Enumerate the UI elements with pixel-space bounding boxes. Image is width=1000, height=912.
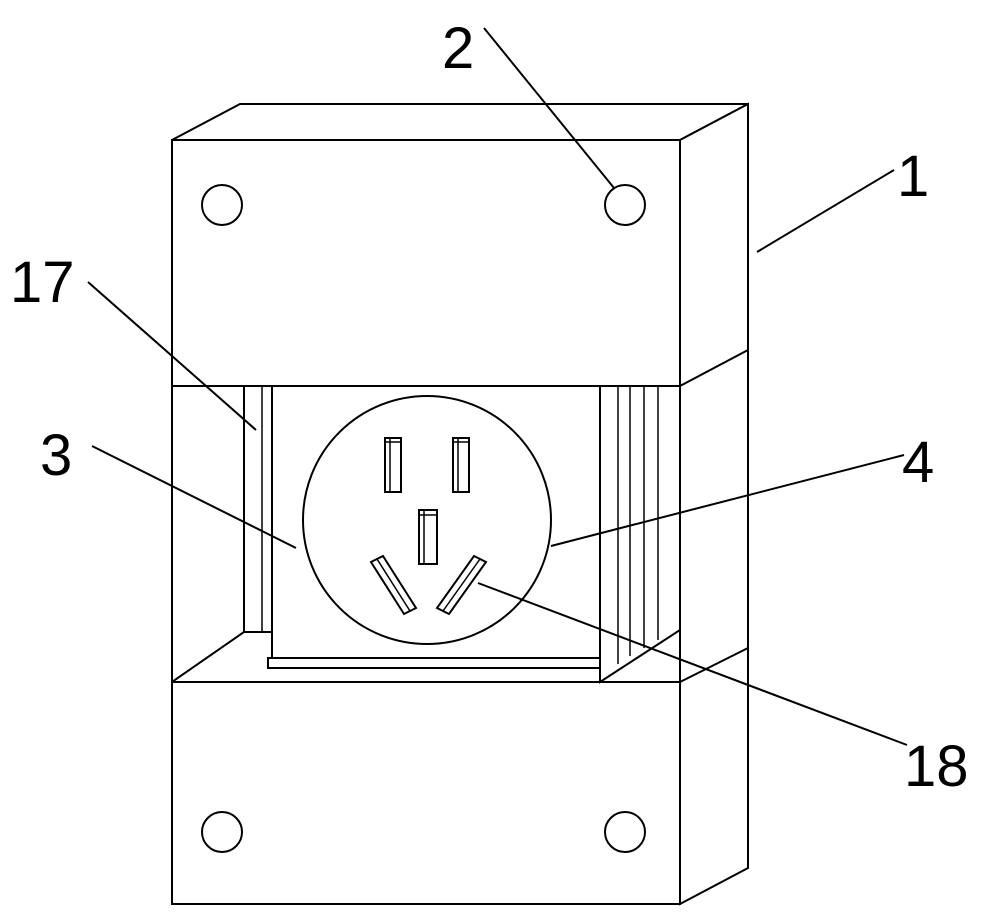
label-socket-panel: 3: [40, 423, 72, 488]
housing-front-upper: [171, 139, 681, 387]
two-pin-slot-right: [452, 437, 470, 493]
leader-line-2: [483, 27, 615, 189]
screw-holes: [201, 184, 646, 853]
recess-right-wall: [599, 385, 681, 684]
label-screw-hole: 2: [442, 16, 474, 81]
screw-hole-bottom-right: [604, 811, 646, 853]
reference-labels: 1 2 17 3 4 18: [10, 16, 969, 799]
label-socket-face: 4: [902, 430, 934, 495]
leader-line-1: [756, 169, 895, 253]
label-side-rail: 17: [10, 250, 75, 315]
recess-edge-bottom-right: [679, 647, 749, 683]
socket-panel-base: [267, 657, 601, 669]
leader-line-3: [91, 445, 297, 549]
angled-slot-left: [369, 554, 418, 616]
leader-lines: [87, 27, 908, 746]
housing-front-lower: [171, 681, 681, 905]
ground-pin-slot: [418, 509, 438, 565]
screw-hole-top-left: [201, 184, 243, 226]
label-housing: 1: [897, 144, 929, 209]
angled-slot-right: [435, 554, 488, 616]
label-pin-slot: 18: [904, 734, 969, 799]
housing-top-face: [171, 103, 749, 141]
side-rail: [243, 385, 273, 633]
leader-line-4: [550, 454, 905, 547]
screw-hole-bottom-left: [201, 811, 243, 853]
socket-face: [302, 395, 552, 645]
recess-left-wall: [171, 385, 245, 684]
two-pin-slot-left: [384, 437, 402, 493]
leader-line-18: [477, 582, 908, 746]
screw-hole-top-right: [604, 184, 646, 226]
recess-edge-top-right: [679, 349, 749, 387]
leader-line-17: [87, 281, 257, 431]
